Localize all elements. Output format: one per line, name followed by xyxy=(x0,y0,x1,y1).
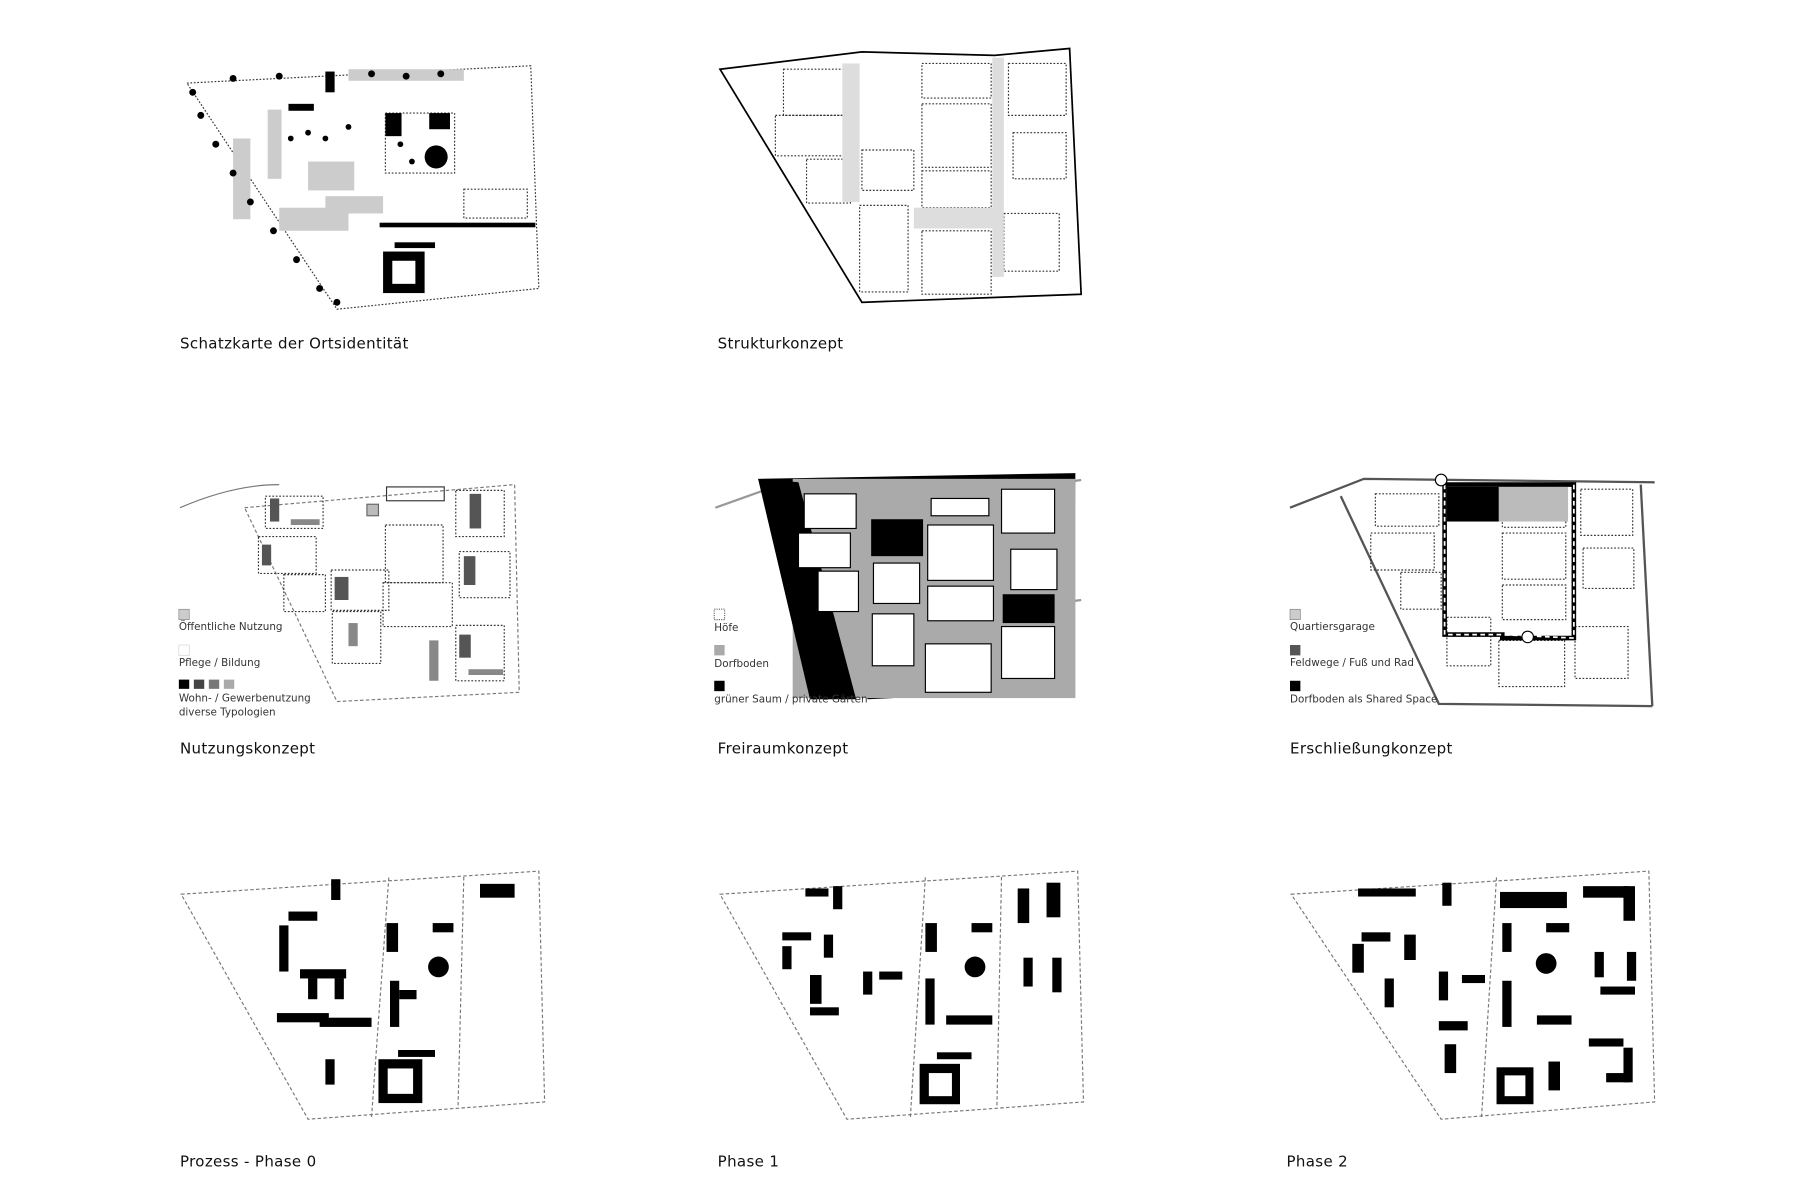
phase0-map xyxy=(180,870,546,1120)
freiraum-map xyxy=(713,473,1082,700)
erschliessung-legend-garage: Quartiersgarage xyxy=(1290,621,1375,633)
struktur-map xyxy=(718,47,1083,304)
freiraum-legend-hoefe: Höfe xyxy=(714,622,738,634)
nutzung-legend-oeffentlich: Öffentliche Nutzung xyxy=(179,620,283,633)
phase1-caption: Phase 1 xyxy=(718,1153,780,1171)
schatzkarte-map xyxy=(185,65,540,310)
nutzung-legend-pflege: Pflege / Bildung xyxy=(179,657,260,669)
erschliessung-legend-feldwege: Feldwege / Fuß und Rad xyxy=(1290,657,1414,669)
nutzung-caption: Nutzungskonzept xyxy=(180,739,315,757)
nutzung-legend-wohn: Wohn- / Gewerbenutzung xyxy=(179,693,311,705)
erschliessung-legend-shared-space: Dorfboden als Shared Space xyxy=(1290,694,1437,706)
phase1-map xyxy=(719,870,1085,1120)
nutzung-legend-typologien: diverse Typologien xyxy=(179,706,276,718)
struktur-caption: Strukturkonzept xyxy=(718,334,844,352)
phase0-caption: Prozess - Phase 0 xyxy=(180,1153,316,1171)
erschliessung-caption: Erschließungkonzept xyxy=(1290,739,1453,757)
nutzung-map xyxy=(178,483,520,703)
erschliessung-map xyxy=(1289,473,1655,708)
phase2-caption: Phase 2 xyxy=(1287,1153,1349,1171)
freiraum-legend-saum: grüner Saum / private Gärten xyxy=(714,694,867,706)
freiraum-legend-dorfboden: Dorfboden xyxy=(714,658,769,670)
schatzkarte-caption: Schatzkarte der Ortsidentität xyxy=(180,334,409,352)
freiraum-caption: Freiraumkonzept xyxy=(718,739,849,757)
phase2-map xyxy=(1290,870,1656,1120)
